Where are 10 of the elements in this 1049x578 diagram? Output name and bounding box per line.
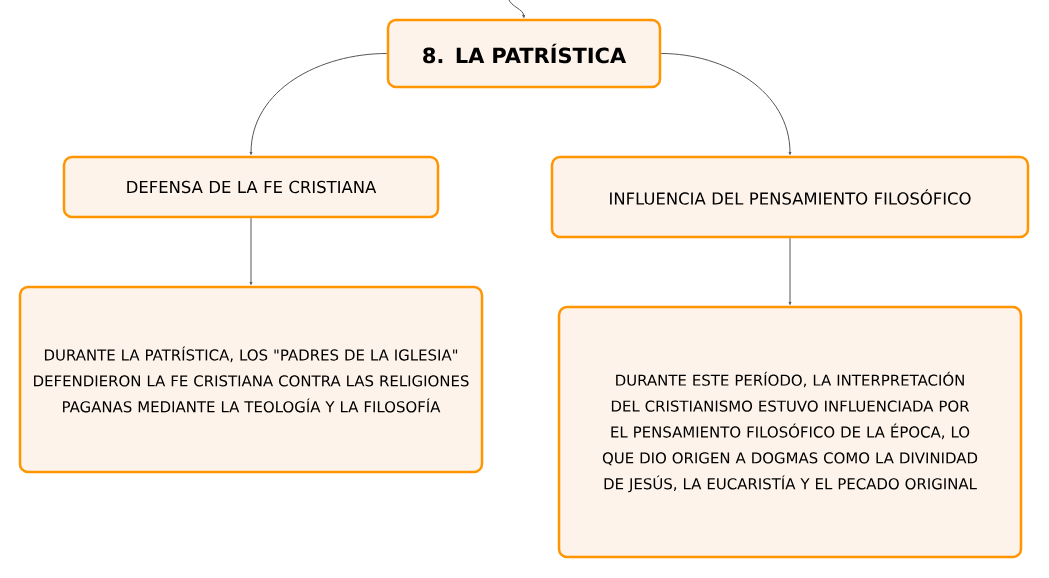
description-box: DURANTE LA PATRÍSTICA, LOS "PADRES DE LA IGLESIA" DEFENDIERON LA FE CRISTIANA CONTRA LAS RELIGIONES PAGANAS MEDIANTE LA TEOLOGÍA Y LA FILOSOFÍA xyxy=(18,285,484,474)
topic-box: DEFENSA DE LA FE CRISTIANA xyxy=(62,155,440,219)
description-box: DURANTE ESTE PERÍODO, LA INTERPRETACIÓN DEL CRISTIANISMO ESTUVO INFLUENCIADA POR EL PENSAMIENTO FILOSÓFICO DE LA ÉPOCA, LO QUE DIO ORIGEN A DOGMAS COMO LA DIVINIDAD DE JESÚS, LA EUCARISTÍA Y EL PECADO ORIGINAL xyxy=(557,305,1023,559)
topic-box: INFLUENCIA DEL PENSAMIENTO FILOSÓFICO xyxy=(550,155,1030,239)
arrow xyxy=(660,53,792,156)
arrow xyxy=(249,53,388,156)
arrow xyxy=(788,237,792,306)
arrow xyxy=(249,217,253,286)
title-box: 8. LA PATRÍSTICA xyxy=(386,18,662,89)
arrow xyxy=(507,0,526,19)
